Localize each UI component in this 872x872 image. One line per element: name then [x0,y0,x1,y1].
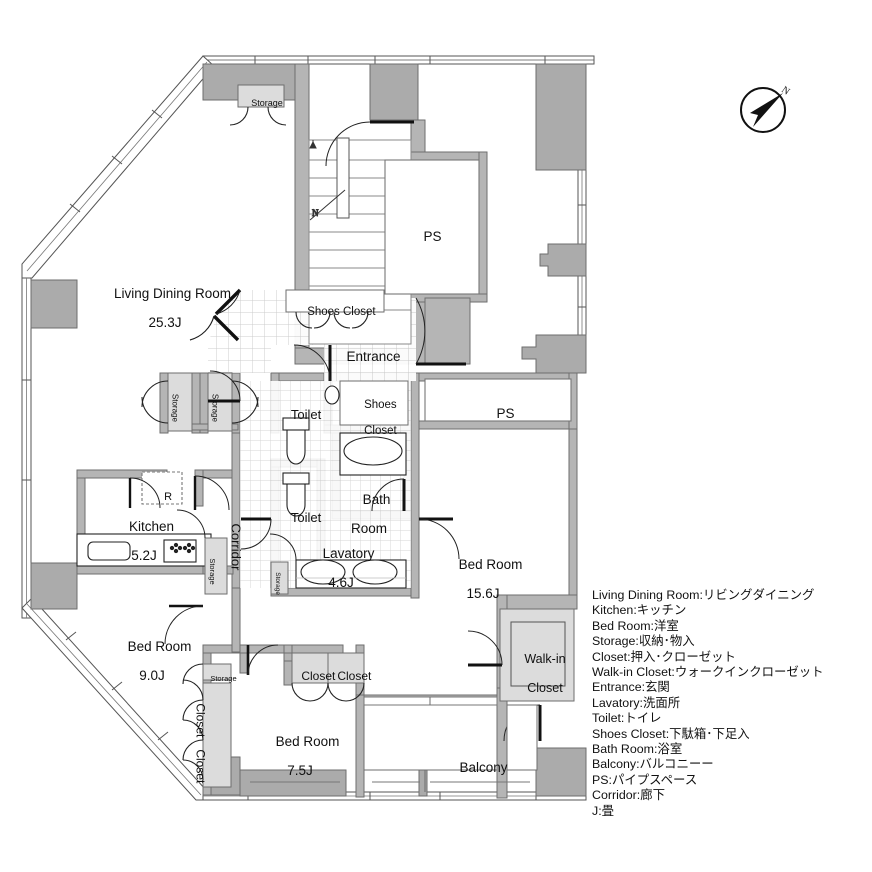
door-lavatory-storage [269,533,297,561]
door-entrance-main [415,297,466,366]
door-bedroom-main [418,517,460,560]
closet-bed-b-box [327,652,365,684]
legend-item: Kitchen:キッチン [592,603,687,618]
kitchen-counter [76,533,212,567]
compass-rose: N [740,84,792,133]
bathtub [339,432,407,476]
storage-lavatory-box [270,561,289,595]
balcony-outline [363,696,538,792]
door-storage-top [229,106,287,126]
shoes-closet-core-box [339,380,409,426]
door-kitchen-storage [176,509,206,539]
legend-item: Lavatory:洗面所 [592,695,681,710]
door-living-entrance [189,288,242,342]
lavatory-vanity [295,559,407,589]
legend-item: Shoes Closet:下駄箱･下足入 [592,726,750,741]
legend-item: Living Dining Room:リビングダイニング [592,588,815,602]
storage-south-box [202,663,232,681]
closet-boxes [167,84,575,788]
toilet-upper-fixture [282,417,310,465]
door-entrance-inner [293,344,332,382]
door-stair-lobby [325,120,414,167]
legend-item: Balcony:バルコニーー [592,757,714,772]
legend-item: Corridor:廊下 [592,788,665,803]
stair-direction-arrow: N [309,140,346,221]
door-toilet-upper [208,370,241,403]
legend-item: J:畳 [592,803,615,818]
legend-item: Walk-in Closet:ウォークインクローゼット [592,665,824,680]
compass-north-label: N [779,84,791,97]
door-kitchen-corridor [193,475,230,511]
toilet-lower-fixture [282,472,310,517]
exterior-window-top [202,55,595,65]
refrigerator-slot [141,471,183,505]
closet-south-boxes [202,682,232,788]
walk-in-closet-inner [510,621,566,687]
exterior-wall-west [21,277,32,619]
door-shoes-closet-entry [295,311,369,329]
exterior-window-northwest [21,55,215,279]
door-storage-ld [141,380,259,424]
legend-item: Toilet:トイレ [592,711,662,726]
door-bedroom-south [246,644,279,676]
stove-burners [169,542,196,554]
toilet-hand-basin [324,385,340,405]
fixtures: N [76,137,572,589]
legend-item: PS:パイプスペース [592,772,698,787]
storage-top-box [237,84,285,108]
storage-ld-a-box [167,372,193,432]
legend: Living Dining Room:リビングダイニング Kitchen:キッチ… [592,588,872,819]
shoes-closet-entry-box [285,289,385,313]
legend-item: Entrance:玄関 [592,680,670,695]
kitchen-sink [87,541,131,561]
door-kitchen-hall [128,477,161,509]
exterior-window-southwest [21,597,207,801]
storage-kitchen-box [204,537,228,595]
legend-item: Storage:収納･物入 [592,634,695,649]
closet-bed-a-box [291,652,329,684]
kitchen-stove [163,539,197,563]
legend-item: Closet:押入･クローゼット [592,649,736,664]
door-closet-bedroom-south [291,682,365,702]
door-walk-in-closet [467,630,503,667]
legend-item: Bed Room:洋室 [592,618,679,633]
svg-text:N: N [312,208,319,218]
doors [128,106,542,781]
door-toilet-lower [240,517,272,550]
legend-item: Bath Room:浴室 [592,742,683,757]
door-bedroom-west [164,604,204,645]
door-closet-south-stack [182,663,204,781]
door-bath-room [371,478,406,512]
